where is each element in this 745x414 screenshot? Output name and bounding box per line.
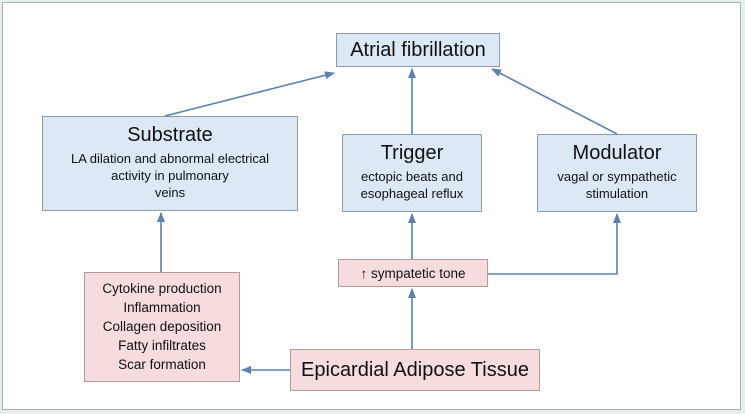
arrow-modulator-to-af	[491, 68, 618, 135]
epicardial-adipose-tissue-box: Epicardial Adipose Tissue	[290, 349, 540, 391]
modulator-box: Modulator vagal or sympathetic stimulati…	[537, 134, 697, 212]
substrate-line-2: activity in pulmonary	[111, 168, 229, 183]
trigger-line-2: esophageal reflux	[360, 186, 464, 201]
epicardial-adipose-tissue-title: Epicardial Adipose Tissue	[301, 359, 529, 381]
mechanism-item: Cytokine production	[102, 281, 222, 296]
substrate-line-3: veins	[154, 185, 186, 200]
substrate-line-1: LA dilation and abnormal electrical	[70, 151, 269, 166]
mechanism-item: Inflammation	[123, 300, 201, 315]
trigger-line-1: ectopic beats and	[361, 169, 463, 184]
modulator-title: Modulator	[572, 142, 662, 164]
sympathetic-tone-label: ↑ sympatetic tone	[360, 266, 466, 281]
mechanism-item: Collagen deposition	[102, 319, 222, 334]
modulator-line-1: vagal or sympathetic	[557, 169, 677, 184]
substrate-title: Substrate	[127, 124, 213, 146]
atrial-fibrillation-box: Atrial fibrillation	[336, 33, 500, 67]
arrow-sympathetic-to-modulator	[488, 213, 621, 275]
mechanism-item: Fatty infiltrates	[118, 338, 206, 353]
substrate-box: Substrate LA dilation and abnormal elect…	[42, 116, 298, 211]
mechanisms-box: Cytokine production Inflammation Collage…	[84, 272, 240, 382]
mechanism-item: Scar formation	[118, 357, 206, 372]
trigger-title: Trigger	[380, 142, 444, 164]
trigger-box: Trigger ectopic beats and esophageal ref…	[342, 134, 482, 212]
atrial-fibrillation-title: Atrial fibrillation	[350, 39, 486, 61]
arrow-substrate-to-af	[164, 71, 335, 117]
modulator-line-2: stimulation	[585, 186, 649, 201]
sympathetic-tone-box: ↑ sympatetic tone	[338, 259, 488, 287]
